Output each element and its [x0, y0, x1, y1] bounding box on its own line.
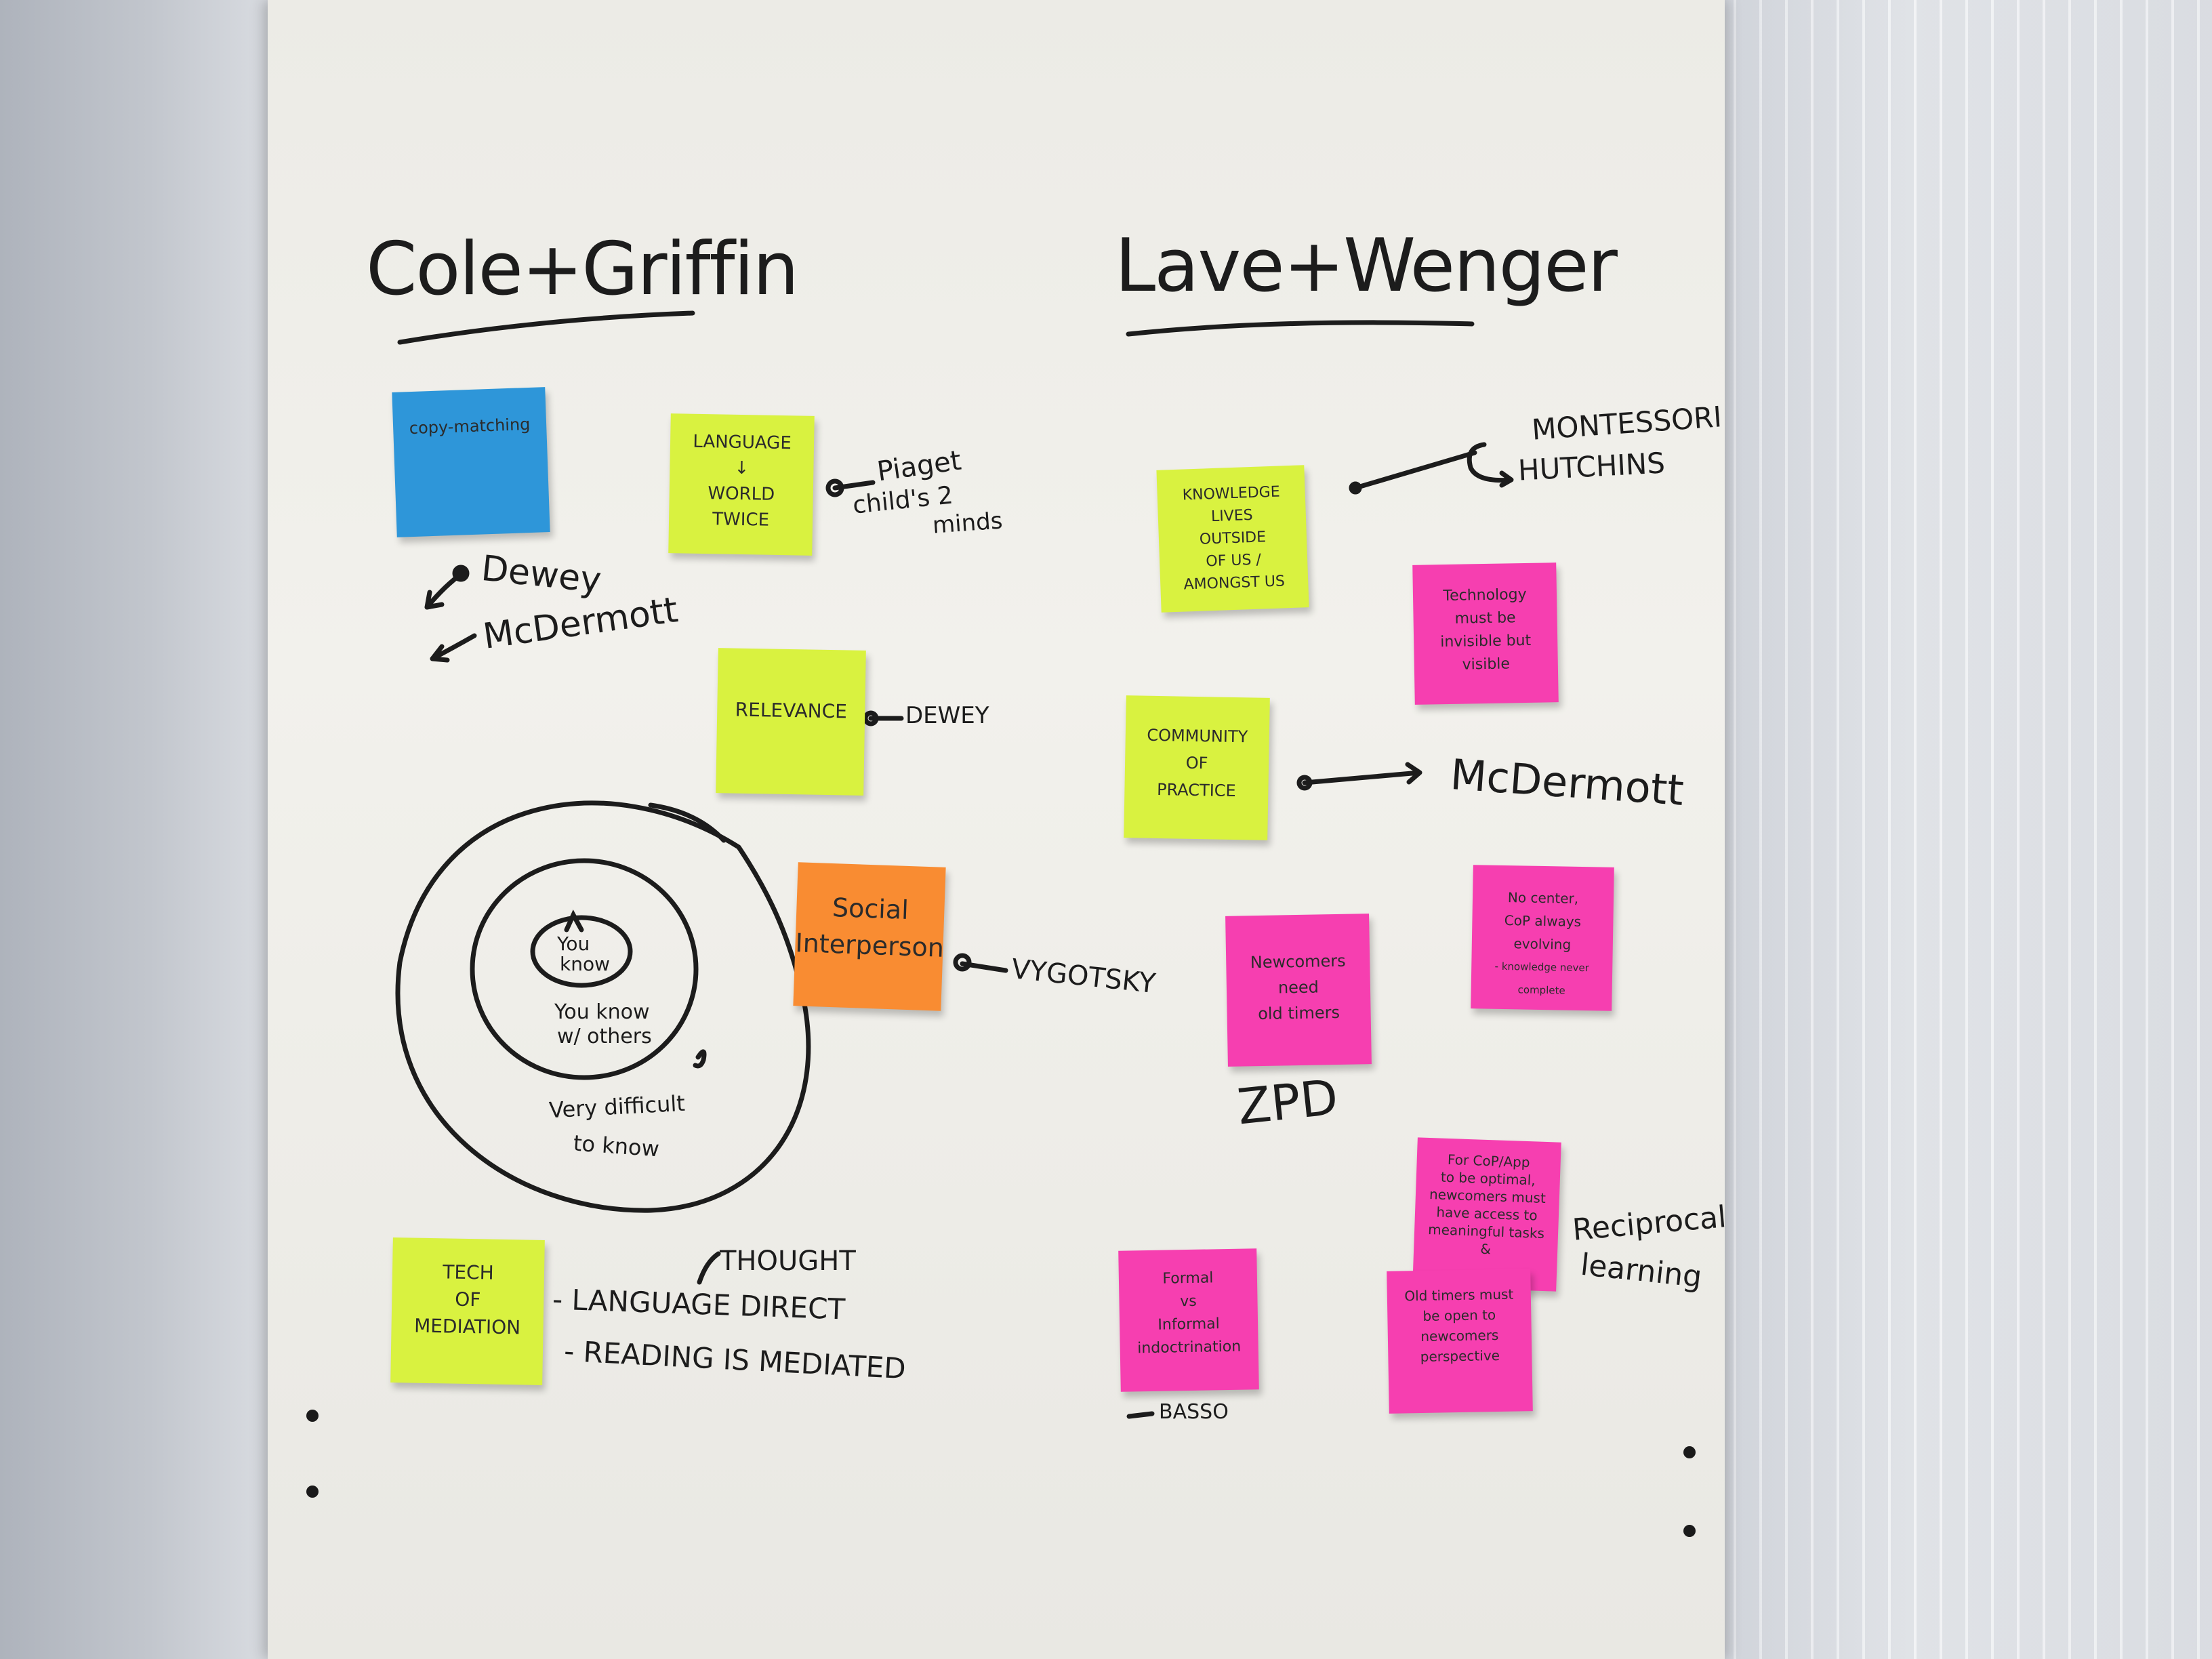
circle-middle-label-2: w/ others [557, 1025, 652, 1048]
sticky-newcomers-need-old-timers: Newcomers need old timers [1225, 914, 1372, 1067]
sticky-formal-informal: Formal vs Informal indoctrination [1118, 1248, 1259, 1392]
heading-cole-griffin: Cole+Griffin [366, 227, 799, 312]
sticky-language-world-twice: LANGUAGE ↓ WORLD TWICE [668, 413, 815, 556]
sticky-tech-of-mediation: TECH OF MEDIATION [390, 1237, 545, 1385]
sticky-text: need [1277, 977, 1319, 998]
arrow-mcdermott [430, 633, 477, 663]
arrow-thought [697, 1251, 721, 1285]
sticky-text: TWICE [712, 509, 770, 531]
sticky-text: PRACTICE [1156, 779, 1236, 801]
sticky-text: visible [1462, 655, 1511, 674]
board-magnet [1683, 1525, 1696, 1537]
annotation-piaget-line3: minds [931, 507, 1004, 539]
annotation-thought: THOUGHT [720, 1246, 856, 1277]
sticky-text: must be [1454, 609, 1516, 628]
sticky-technology-invisible: Technology must be invisible but visible [1412, 562, 1559, 705]
sticky-text: newcomers [1420, 1326, 1499, 1345]
board-magnet [1683, 1446, 1696, 1458]
sticky-no-center: No center, CoP always evolving - knowled… [1471, 865, 1614, 1011]
sticky-text: Old timers must [1404, 1286, 1514, 1305]
sticky-text: Social [832, 893, 909, 925]
sticky-text: OF [1185, 753, 1208, 773]
sticky-text: Formal [1162, 1269, 1214, 1288]
sticky-old-timers-open: Old timers must be open to newcomers per… [1387, 1269, 1533, 1414]
sticky-text: No center, [1507, 889, 1579, 907]
sticky-text: Newcomers [1250, 951, 1346, 972]
sticky-cop-app-optimal: For CoP/App to be optimal, newcomers mus… [1412, 1137, 1561, 1292]
board-magnet [306, 1486, 319, 1498]
sticky-text: MEDIATION [413, 1314, 521, 1339]
sticky-text: RELEVANCE [735, 698, 848, 723]
circle-outer-arrow [693, 1049, 707, 1069]
circle-inner-label-1: You [557, 933, 590, 955]
heading-lave-wenger: Lave+Wenger [1115, 224, 1618, 308]
sticky-text: Technology [1443, 586, 1527, 605]
sticky-copy-matching: copy-matching [392, 387, 550, 537]
sticky-text: AMONGST US [1183, 573, 1286, 594]
circle-middle [470, 858, 699, 1080]
sticky-text: indoctrination [1137, 1338, 1242, 1357]
wall-left [0, 0, 271, 1659]
sticky-text: Interpersonal [794, 928, 946, 964]
annotation-zpd: ZPD [1235, 1068, 1341, 1136]
sticky-text: evolving [1513, 935, 1572, 953]
sticky-text: be open to [1422, 1307, 1496, 1324]
sticky-text: perspective [1420, 1347, 1500, 1366]
annotation-relevance-dewey: DEWEY [905, 702, 989, 729]
arrow-hutchins [1467, 442, 1514, 488]
sticky-knowledge-lives: KNOWLEDGE LIVES OUTSIDE OF US / AMONGST … [1156, 465, 1309, 613]
sticky-text: vs [1180, 1292, 1197, 1311]
sticky-text: ↓ [734, 457, 750, 479]
sticky-text: Informal [1158, 1315, 1220, 1334]
underline-right [1126, 320, 1475, 337]
annotation-basso: BASSO [1159, 1400, 1229, 1424]
board-magnet [306, 1410, 319, 1422]
sticky-community-of-practice: COMMUNITY OF PRACTICE [1124, 695, 1270, 840]
sticky-text: invisible but [1440, 632, 1532, 651]
circle-inner [530, 915, 633, 988]
sticky-text: - knowledge never complete [1494, 960, 1590, 997]
sticky-text: OF [454, 1288, 481, 1311]
arrow-basso [1126, 1411, 1155, 1419]
sticky-text: TECH [443, 1261, 494, 1284]
sticky-social-interpersonal: Social Interpersonal [793, 862, 946, 1011]
circle-outer-tail [648, 802, 726, 843]
circle-inner-label-2: know [560, 953, 610, 975]
sticky-text: CoP always [1504, 912, 1582, 930]
arrow-montessori [1353, 450, 1477, 491]
arrow-cop-mcdermott [1302, 762, 1422, 785]
underline-left [397, 310, 695, 345]
sticky-text: copy-matching [409, 414, 531, 438]
sticky-text: LANGUAGE [693, 431, 792, 454]
sticky-text: old timers [1257, 1002, 1340, 1024]
sticky-text: COMMUNITY [1147, 725, 1248, 747]
circle-inner-arrow [564, 909, 584, 933]
corrugated-wall-right [1708, 0, 2212, 1659]
sticky-relevance: RELEVANCE [716, 648, 866, 796]
circle-middle-label-1: You know [554, 1000, 650, 1024]
sticky-text: WORLD [708, 483, 775, 505]
